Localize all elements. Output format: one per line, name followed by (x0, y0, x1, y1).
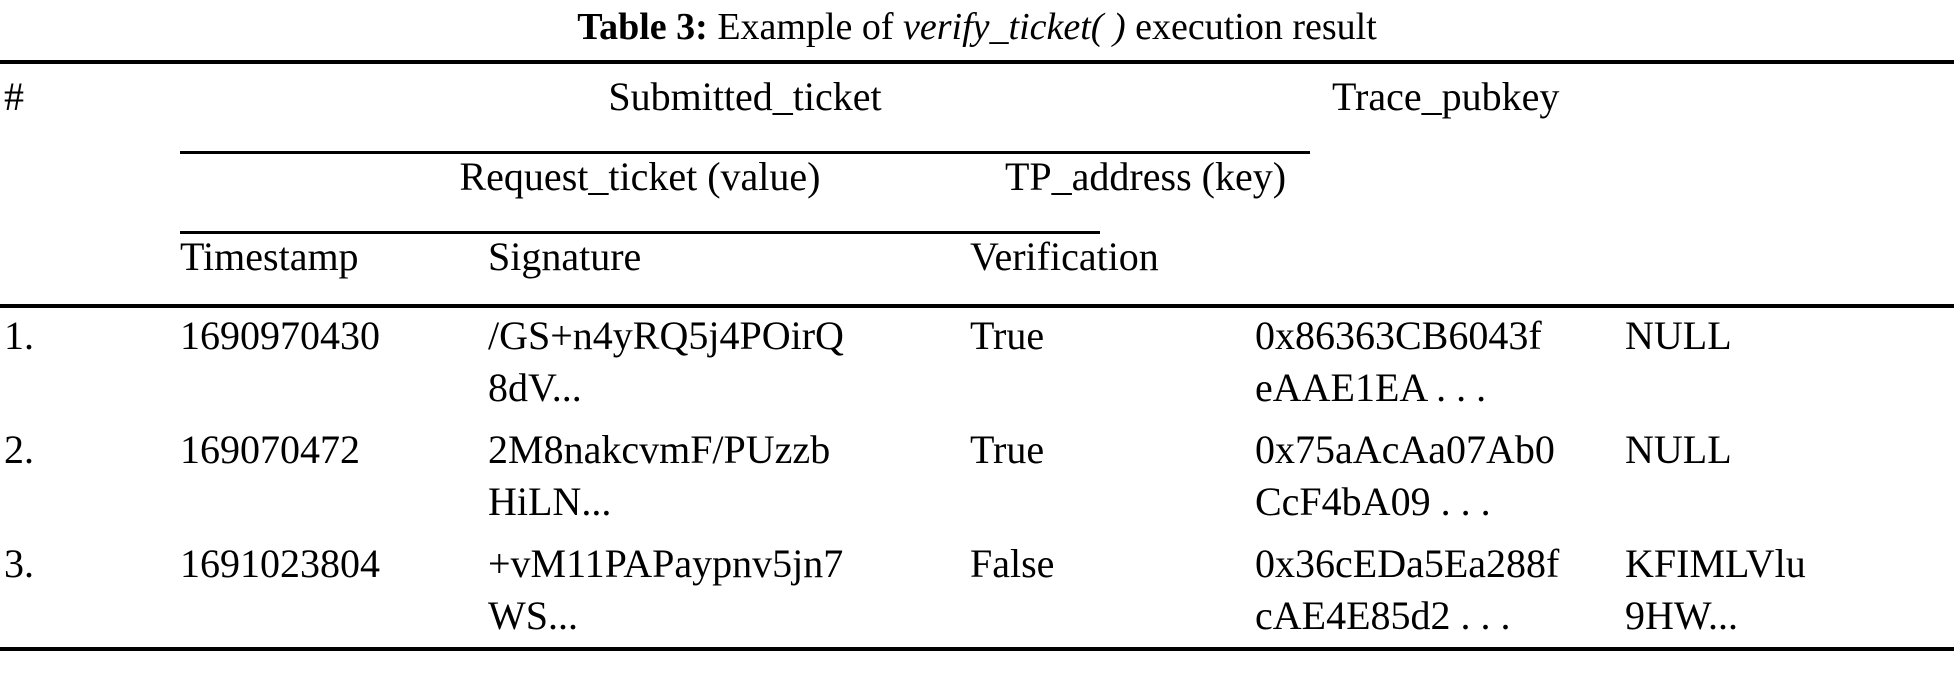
cell-trace-pubkey-line-1: NULL (1625, 313, 1732, 358)
cell-trace-pubkey: NULL (1625, 310, 1732, 362)
table-row: 3. 1691023804 +vM11PAPaypnv5jn7 WS... Fa… (0, 538, 1954, 652)
cell-verification: True (970, 427, 1045, 472)
column-header-trace-pubkey: Trace_pubkey (1332, 74, 1560, 119)
column-header-submitted-ticket: Submitted_ticket (608, 74, 882, 119)
cell-tp-address-line-1: 0x86363CB6043f (1255, 313, 1542, 358)
table-row: 1. 1690970430 /GS+n4yRQ5j4POirQ 8dV... T… (0, 310, 1954, 424)
column-header-request-ticket: Request_ticket (value) (459, 154, 821, 199)
cell-row-number: 1. (4, 313, 34, 358)
cell-tp-address: 0x36cEDa5Ea288f cAE4E85d2 . . . (1255, 538, 1559, 642)
cell-signature: 2M8nakcvmF/PUzzb HiLN... (488, 424, 830, 528)
cell-signature-line-2: 8dV... (488, 365, 582, 410)
column-header-tp-address: TP_address (key) (1005, 154, 1287, 199)
cell-tp-address-line-2: CcF4bA09 . . . (1255, 479, 1491, 524)
column-header-number: # (4, 74, 24, 119)
cell-trace-pubkey: KFIMLVlu 9HW... (1625, 538, 1806, 642)
submitted-ticket-group-rule (180, 151, 1310, 154)
request-ticket-group-rule (180, 231, 1100, 234)
cell-trace-pubkey-line-1: KFIMLVlu (1625, 541, 1806, 586)
table-top-rule (0, 60, 1954, 64)
cell-tp-address: 0x75aAcAa07Ab0 CcF4bA09 . . . (1255, 424, 1555, 528)
table-bottom-rule (0, 647, 1954, 651)
cell-verification: False (970, 541, 1055, 586)
cell-signature: /GS+n4yRQ5j4POirQ 8dV... (488, 310, 844, 414)
table-caption-label: Table 3: (577, 6, 708, 48)
column-header-verification: Verification (970, 234, 1159, 279)
cell-signature-line-1: /GS+n4yRQ5j4POirQ (488, 313, 844, 358)
column-header-signature: Signature (488, 234, 642, 279)
header-bottom-rule (0, 304, 1954, 308)
cell-signature-line-1: +vM11PAPaypnv5jn7 (488, 541, 844, 586)
cell-signature: +vM11PAPaypnv5jn7 WS... (488, 538, 843, 642)
cell-tp-address-line-2: eAAE1EA . . . (1255, 365, 1487, 410)
cell-tp-address: 0x86363CB6043f eAAE1EA . . . (1255, 310, 1542, 414)
cell-timestamp: 1691023804 (180, 541, 380, 586)
cell-row-number: 3. (4, 541, 34, 586)
table-caption-text-after: execution result (1135, 6, 1377, 48)
table-caption-emphasis: verify_ticket( ) (903, 6, 1126, 48)
cell-tp-address-line-1: 0x36cEDa5Ea288f (1255, 541, 1560, 586)
cell-row-number: 2. (4, 427, 34, 472)
table-caption: Table 3: Example of verify_ticket( ) exe… (0, 0, 1954, 52)
cell-signature-line-2: WS... (488, 593, 578, 638)
cell-trace-pubkey-line-2: 9HW... (1625, 593, 1738, 638)
cell-tp-address-line-2: cAE4E85d2 . . . (1255, 593, 1511, 638)
cell-trace-pubkey: NULL (1625, 424, 1732, 476)
cell-signature-line-1: 2M8nakcvmF/PUzzb (488, 427, 831, 472)
cell-timestamp: 1690970430 (180, 313, 380, 358)
cell-tp-address-line-1: 0x75aAcAa07Ab0 (1255, 427, 1555, 472)
table-row: 2. 169070472 2M8nakcvmF/PUzzb HiLN... Tr… (0, 424, 1954, 538)
cell-trace-pubkey-line-1: NULL (1625, 427, 1732, 472)
cell-signature-line-2: HiLN... (488, 479, 612, 524)
column-header-timestamp: Timestamp (180, 234, 359, 279)
cell-verification: True (970, 313, 1045, 358)
table-caption-text-before: Example of (717, 6, 894, 48)
cell-timestamp: 169070472 (180, 427, 360, 472)
